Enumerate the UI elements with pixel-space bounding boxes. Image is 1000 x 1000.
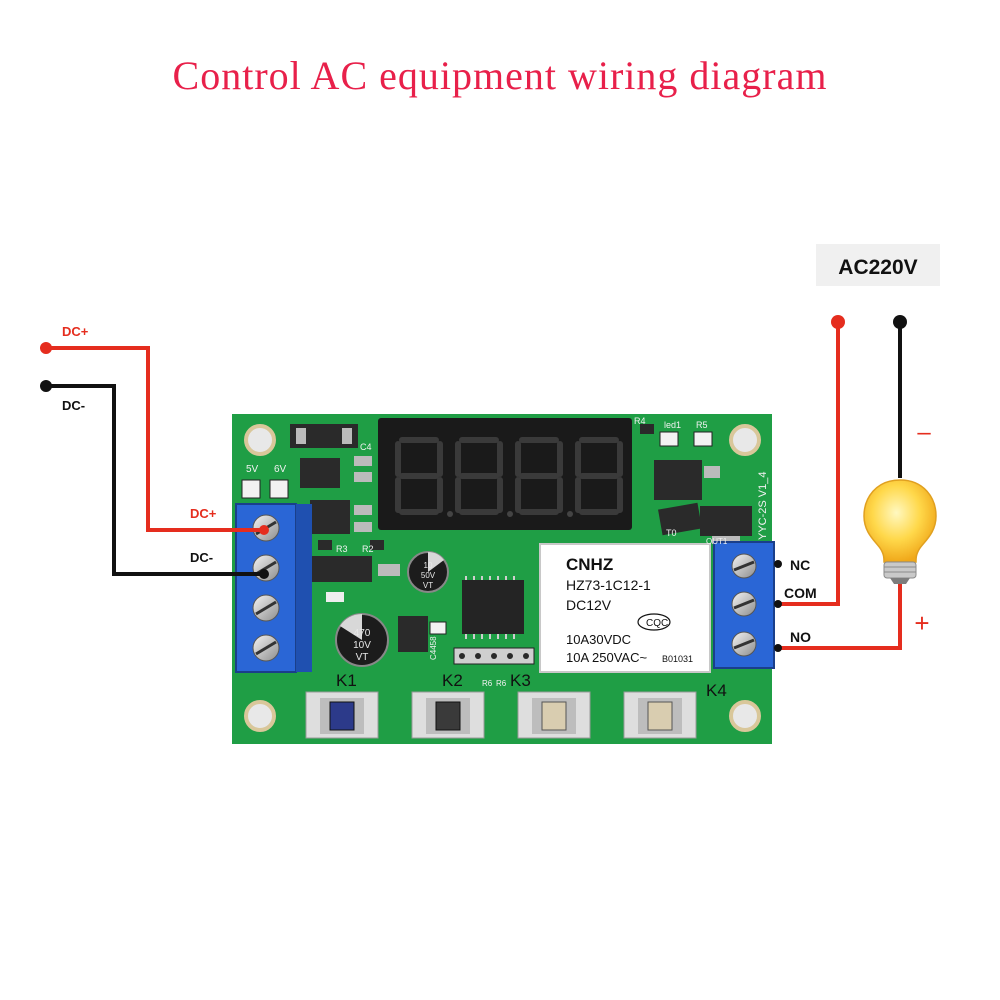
capacitor-large: 470 10V VT bbox=[335, 613, 389, 667]
terminal-nc-label: NC bbox=[790, 557, 810, 573]
ac-neutral-wire bbox=[893, 315, 907, 478]
seven-segment-display-icon bbox=[378, 418, 632, 530]
silk-t0: T0 bbox=[666, 528, 677, 538]
silk-led1: led1 bbox=[664, 420, 681, 430]
silk-out1: OUT1 bbox=[706, 537, 728, 546]
silk-6v: 6V bbox=[274, 464, 287, 475]
dc-plus-wire bbox=[40, 342, 269, 535]
relay-rating-ac: 10A 250VAC~ bbox=[566, 650, 647, 665]
cap-large-line-3: VT bbox=[356, 652, 369, 663]
terminal-com-label: COM bbox=[784, 585, 817, 601]
button-k3[interactable] bbox=[517, 691, 591, 739]
silk-k1: K1 bbox=[336, 671, 357, 690]
polarity-plus: + bbox=[914, 608, 929, 638]
cap-small-line-3: VT bbox=[423, 581, 433, 590]
relay-cert: CQC bbox=[646, 618, 668, 629]
relay: CNHZ HZ73-1C12-1 DC12V CQC 10A30VDC 10A … bbox=[539, 543, 711, 673]
diagram-title: Control AC equipment wiring diagram bbox=[172, 53, 828, 98]
silk-r3: R3 bbox=[336, 544, 348, 554]
cap-large-line-2: 10V bbox=[353, 640, 371, 651]
lightbulb-icon bbox=[863, 479, 937, 584]
silk-c4458: C4458 bbox=[429, 636, 438, 660]
silk-model: YYC-2S V1_4 bbox=[757, 472, 769, 540]
polarity-minus: – bbox=[917, 419, 931, 446]
silk-r4: R4 bbox=[634, 416, 646, 426]
dc-minus-inner-label: DC- bbox=[190, 550, 213, 565]
silk-k4: K4 bbox=[706, 681, 727, 700]
silk-r6-b: R6 bbox=[496, 679, 507, 688]
silk-r6-a: R6 bbox=[482, 679, 493, 688]
button-k1[interactable] bbox=[305, 691, 379, 739]
silk-c4: C4 bbox=[360, 442, 372, 452]
inductor bbox=[398, 616, 428, 652]
relay-batch: B01031 bbox=[662, 654, 693, 664]
relay-rating-dc: 10A30VDC bbox=[566, 632, 631, 647]
ac-live-wire bbox=[778, 315, 845, 606]
silk-k3: K3 bbox=[510, 671, 531, 690]
relay-coil: DC12V bbox=[566, 597, 612, 613]
terminal-no-label: NO bbox=[790, 629, 811, 645]
dc-minus-outer-label: DC- bbox=[62, 398, 85, 413]
cap-large-line-1: 470 bbox=[354, 628, 371, 639]
mounting-holes bbox=[244, 424, 761, 732]
smd-components-right bbox=[640, 424, 752, 544]
capacitor-small: 10 50V VT bbox=[407, 551, 449, 593]
ac-supply-label: AC220V bbox=[838, 256, 917, 279]
relay-brand: CNHZ bbox=[566, 555, 613, 574]
silk-r5: R5 bbox=[696, 420, 708, 430]
ac-label-box bbox=[816, 244, 940, 286]
button-k2[interactable] bbox=[411, 691, 485, 739]
cap-small-line-1: 10 bbox=[424, 561, 433, 570]
microcontroller-chip bbox=[462, 576, 524, 639]
dc-plus-outer-label: DC+ bbox=[62, 324, 89, 339]
silk-k2: K2 bbox=[442, 671, 463, 690]
dc-plus-inner-label: DC+ bbox=[190, 506, 217, 521]
ac-load-return-wire bbox=[778, 584, 902, 650]
button-k4[interactable] bbox=[623, 691, 697, 739]
silk-r2: R2 bbox=[362, 544, 374, 554]
dc-minus-wire bbox=[40, 380, 269, 579]
relay-terminal-block bbox=[713, 541, 775, 669]
silk-5v: 5V bbox=[246, 464, 259, 475]
cap-small-line-2: 50V bbox=[421, 571, 436, 580]
relay-model: HZ73-1C12-1 bbox=[566, 577, 651, 593]
